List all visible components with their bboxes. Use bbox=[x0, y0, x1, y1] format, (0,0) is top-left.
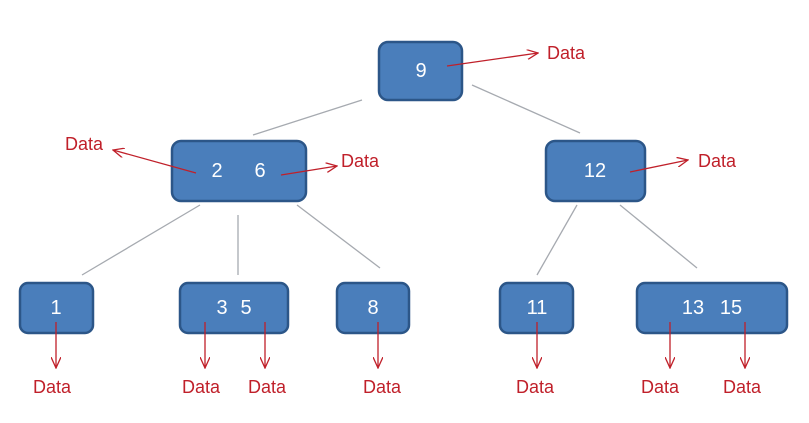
edge-left-leaf3 bbox=[296, 204, 381, 269]
node-leaf2 bbox=[178, 281, 290, 335]
data-label: Data bbox=[516, 377, 555, 397]
data-label: Data bbox=[698, 151, 737, 171]
key-2: 2 bbox=[211, 160, 222, 182]
arrow-icon bbox=[280, 166, 337, 176]
node-leaf5 bbox=[635, 281, 789, 335]
data-label: Data bbox=[341, 151, 380, 171]
edge-root-right bbox=[471, 84, 581, 134]
data-label: Data bbox=[248, 377, 287, 397]
key-9: 9 bbox=[415, 60, 426, 82]
edge-left-leaf1 bbox=[81, 204, 201, 276]
node-left bbox=[170, 139, 308, 203]
data-label: Data bbox=[182, 377, 221, 397]
edge-right-leaf5 bbox=[619, 204, 698, 269]
data-label: Data bbox=[723, 377, 762, 397]
node-leaf3 bbox=[335, 281, 411, 335]
data-label: Data bbox=[363, 377, 402, 397]
edge-right-leaf4 bbox=[536, 204, 578, 276]
data-label: Data bbox=[547, 43, 586, 63]
key-5: 5 bbox=[240, 297, 251, 319]
arrow-icon bbox=[113, 150, 197, 174]
arrow-icon bbox=[446, 53, 538, 67]
key-13: 13 bbox=[682, 297, 704, 319]
data-label: Data bbox=[65, 134, 104, 154]
key-15: 15 bbox=[720, 297, 742, 319]
key-12: 12 bbox=[584, 160, 606, 182]
node-right bbox=[544, 139, 647, 203]
data-label: Data bbox=[641, 377, 680, 397]
edge-root-left bbox=[252, 99, 363, 136]
arrow-icon bbox=[629, 160, 688, 173]
node-root bbox=[377, 40, 464, 102]
key-3: 3 bbox=[216, 297, 227, 319]
key-6: 6 bbox=[254, 160, 265, 182]
key-8: 8 bbox=[367, 297, 378, 319]
key-11: 11 bbox=[527, 297, 548, 319]
key-1: 1 bbox=[50, 297, 61, 319]
data-label: Data bbox=[33, 377, 72, 397]
